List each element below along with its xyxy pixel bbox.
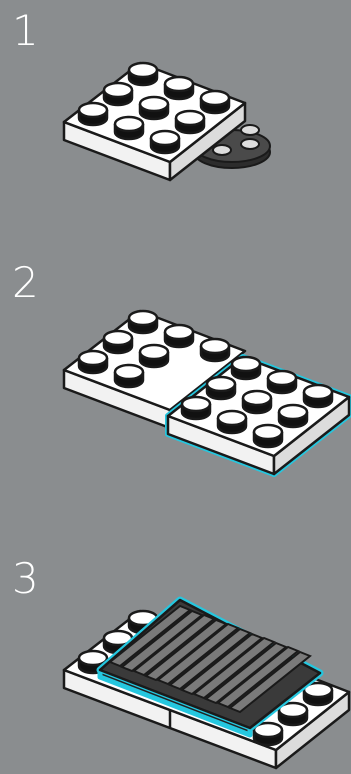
step-2-illustration [0,250,351,530]
step-1-illustration [0,0,351,250]
step-2: 2 [0,250,351,530]
step-3: 3 [0,530,351,774]
step-3-illustration [0,530,351,774]
step-1: 1 [0,0,351,250]
